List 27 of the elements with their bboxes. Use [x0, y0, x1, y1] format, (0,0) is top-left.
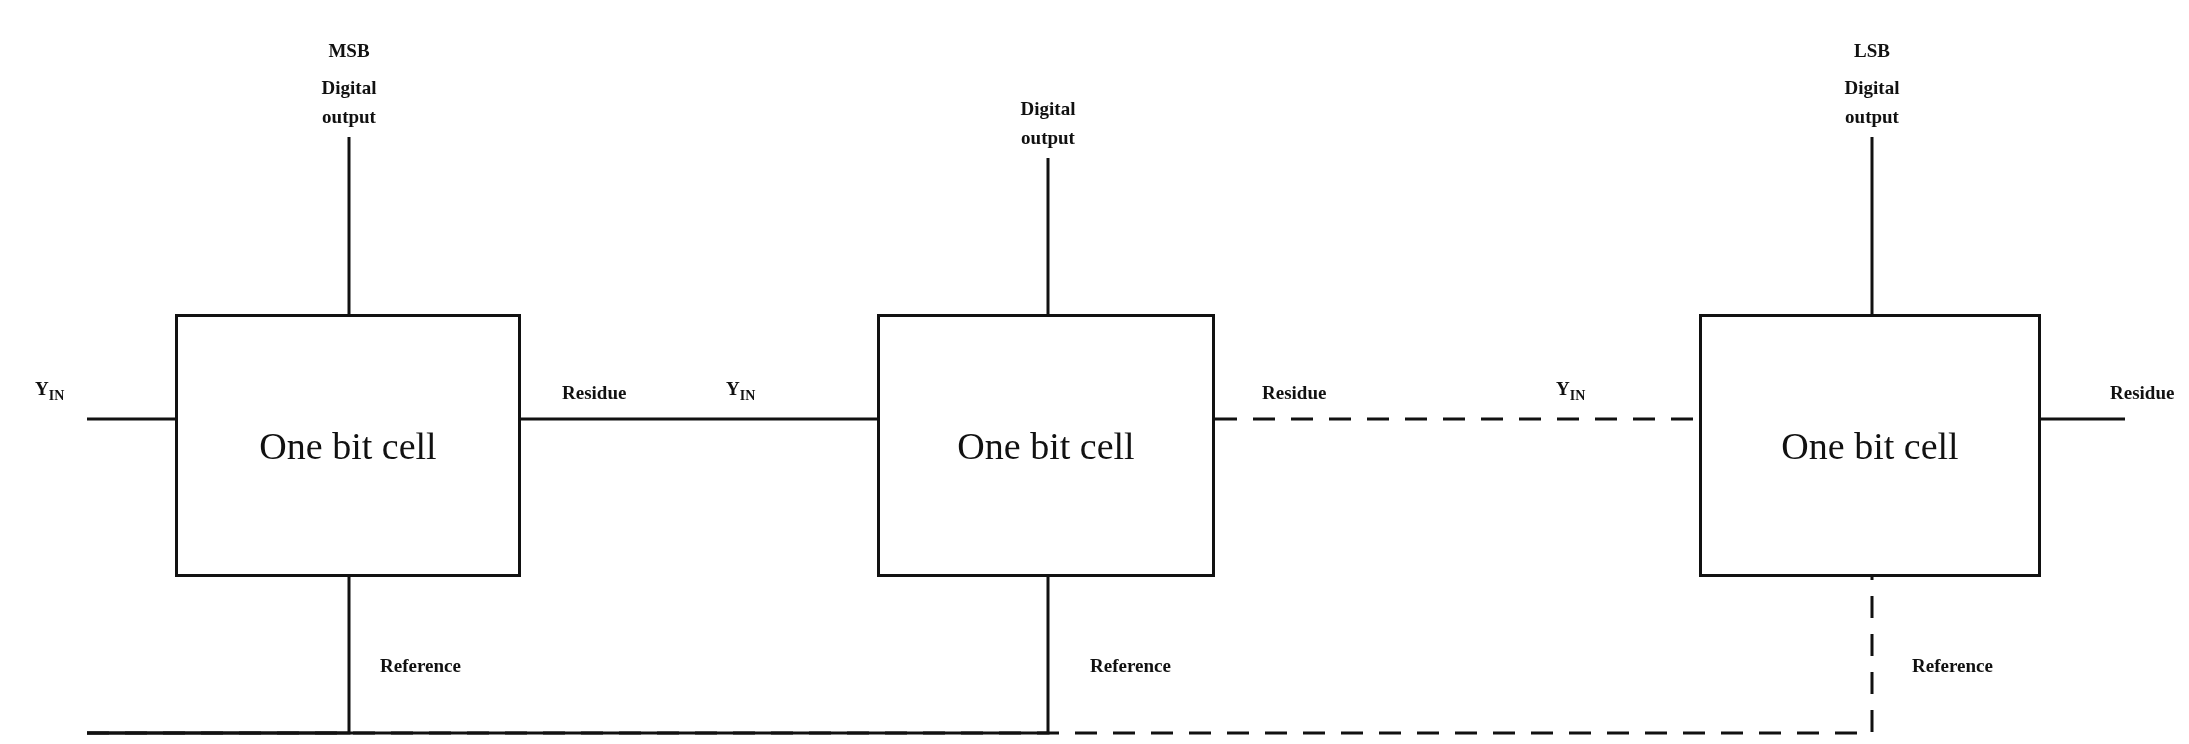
bit-label: LSB	[1854, 40, 1890, 62]
signal-label: Residue	[2110, 382, 2175, 404]
signal-label: Reference	[1912, 655, 1993, 677]
signal-label: Residue	[562, 382, 627, 404]
cell-box	[877, 314, 1215, 577]
cell-label: One bit cell	[259, 423, 437, 468]
output-label: Digital output	[1843, 76, 1901, 129]
connector-line	[2041, 417, 2125, 421]
connector-line	[87, 417, 175, 421]
connector-line	[347, 137, 351, 314]
signal-label: Y$_{IN}$	[726, 378, 756, 404]
connector-line	[1046, 158, 1050, 314]
signal-label: Y$_{IN}$	[1556, 378, 1586, 404]
cell-label: One bit cell	[957, 423, 1135, 468]
connector-line	[521, 417, 877, 421]
cell-box	[175, 314, 521, 577]
connector-line	[1870, 137, 1874, 314]
output-label: Digital output	[1019, 97, 1077, 150]
output-label: Digital output	[320, 76, 378, 129]
signal-label: Reference	[1090, 655, 1171, 677]
signal-label: Residue	[1262, 382, 1327, 404]
signal-label: Y$_{IN}$	[35, 378, 65, 404]
cell-label: One bit cell	[1781, 423, 1959, 468]
signal-label: Reference	[380, 655, 461, 677]
bit-label: MSB	[328, 40, 370, 62]
connector-line	[87, 577, 1050, 735]
cell-box	[1699, 314, 2041, 577]
